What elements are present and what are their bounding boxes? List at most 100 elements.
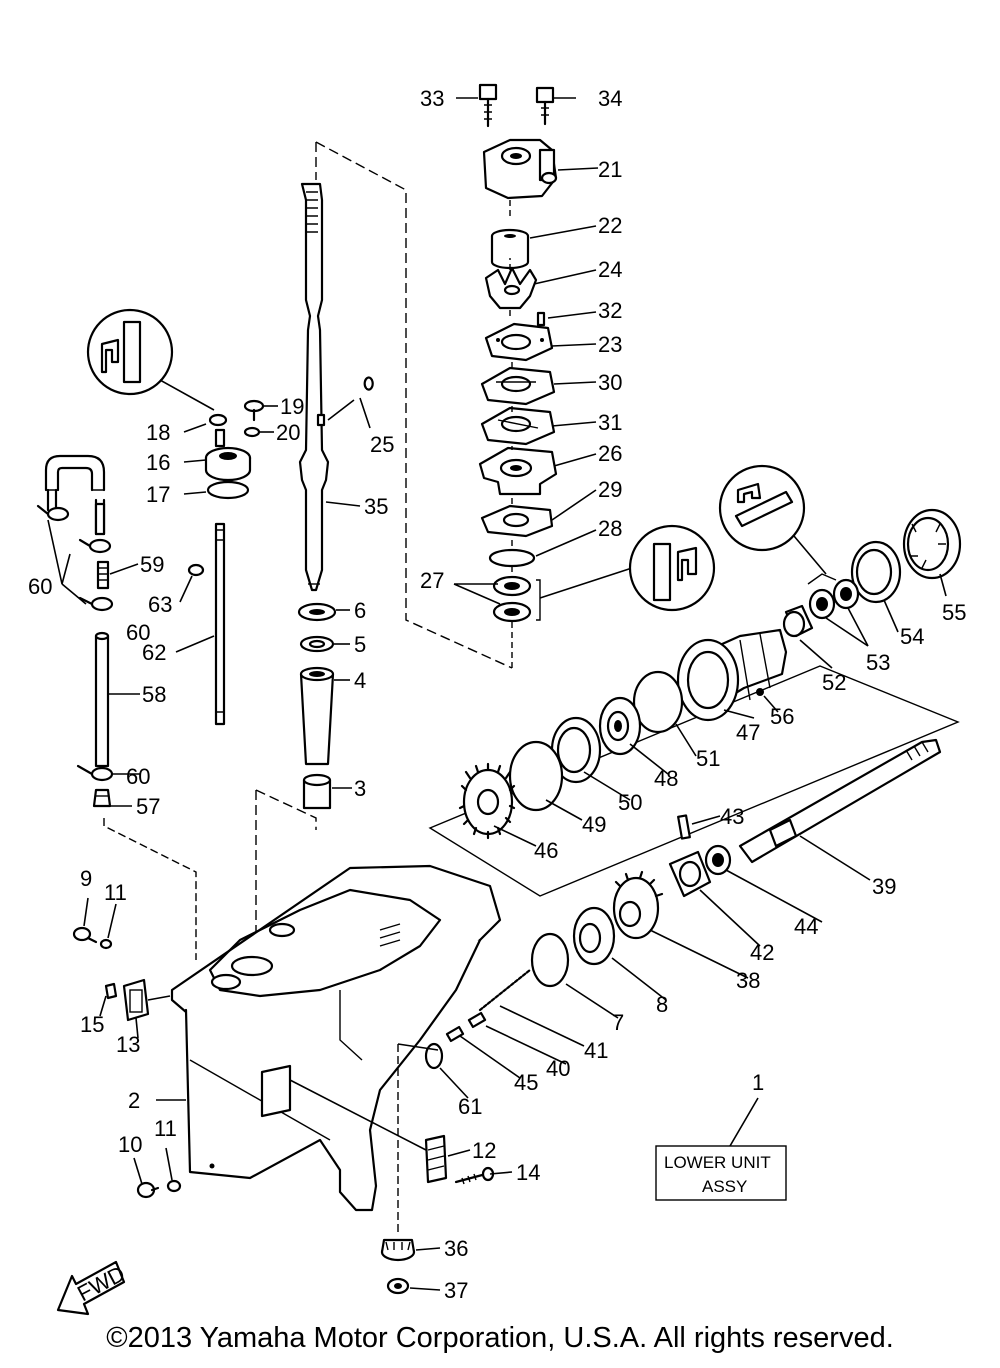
bolt-34 [535, 86, 555, 126]
callout-8: 8 [656, 992, 668, 1017]
o-ring-17 [206, 480, 250, 500]
clamp-60-c [78, 596, 114, 612]
washer-11-a [99, 938, 113, 950]
nozzle-59 [96, 560, 110, 590]
callout-20: 20 [276, 420, 300, 445]
water-pump-assembly [478, 83, 633, 668]
nut-37 [386, 1277, 410, 1295]
callout-44: 44 [794, 914, 818, 939]
shim-7 [530, 932, 570, 988]
svg-text:ASSY: ASSY [702, 1177, 747, 1196]
callout-45: 45 [514, 1070, 538, 1095]
bolt-10 [136, 1181, 160, 1199]
carrier-47 [676, 628, 788, 722]
seal-55 [902, 508, 962, 580]
pinion-36 [380, 1238, 416, 1262]
svg-text:FWD: FWD [73, 1261, 129, 1307]
callout-5: 5 [354, 632, 366, 657]
callout-28: 28 [598, 516, 622, 541]
callout-60-b: 60 [126, 620, 150, 645]
bearing-52 [782, 604, 814, 638]
pump-case-26 [478, 446, 558, 496]
callout-47: 47 [736, 720, 760, 745]
callout-13: 13 [116, 1032, 140, 1057]
washer-50 [550, 716, 602, 784]
bolt-33 [478, 83, 498, 128]
callout-63: 63 [148, 592, 172, 617]
plug-15 [104, 982, 118, 1000]
callout-61: 61 [458, 1094, 482, 1119]
callout-19: 19 [280, 394, 304, 419]
callout-10: 10 [118, 1132, 142, 1157]
callout-26: 26 [598, 441, 622, 466]
pin-43 [677, 814, 691, 840]
shim-49 [508, 740, 564, 812]
callout-12: 12 [472, 1138, 496, 1163]
callout-22: 22 [598, 213, 622, 238]
washer-20 [243, 426, 261, 438]
lower-unit-assy-box: LOWER UNIT ASSY [655, 1097, 787, 1201]
clamp-60-a [36, 504, 70, 522]
ring-54 [850, 540, 902, 604]
callout-11-a: 11 [104, 880, 127, 905]
pin-45 [445, 1025, 465, 1043]
washer-11-b [166, 1179, 182, 1193]
propeller-shaft-39 [738, 738, 942, 864]
copyright-notice: ©2013 Yamaha Motor Corporation, U.S.A. A… [106, 1322, 894, 1354]
callout-35: 35 [364, 494, 388, 519]
callout-52: 52 [822, 670, 846, 695]
callout-15: 15 [80, 1012, 104, 1037]
bolt-9 [72, 926, 98, 944]
callout-50: 50 [618, 790, 642, 815]
callout-7: 7 [612, 1010, 624, 1035]
callout-46: 46 [534, 838, 558, 863]
callout-1: 1 [752, 1070, 764, 1095]
shift-rod-62 [214, 522, 226, 726]
callout-labels: 33 34 21 22 24 32 23 30 31 26 29 28 27 1… [28, 86, 966, 1303]
callout-49: 49 [582, 812, 606, 837]
sleeve-4 [299, 666, 335, 766]
callout-48: 48 [654, 766, 678, 791]
callout-56: 56 [770, 704, 794, 729]
callout-14: 14 [516, 1160, 540, 1185]
callout-4: 4 [354, 668, 366, 693]
callout-51: 51 [696, 746, 720, 771]
callout-40: 40 [546, 1056, 570, 1081]
clip-18 [208, 413, 228, 427]
spring-44 [704, 844, 732, 876]
callout-27: 27 [420, 568, 444, 593]
bearing-6 [297, 602, 337, 622]
forward-gear-38 [612, 870, 664, 940]
bearing-8 [572, 906, 616, 966]
callout-37: 37 [444, 1278, 468, 1303]
detail-circle-seal [628, 524, 716, 612]
bushing-16 [204, 428, 252, 482]
callout-55: 55 [942, 600, 966, 625]
hose-assembly [44, 454, 106, 536]
callout-36: 36 [444, 1236, 468, 1261]
drive-shaft-35 [298, 182, 330, 592]
callout-31: 31 [598, 410, 622, 435]
callout-38: 38 [736, 968, 760, 993]
reverse-gear-46 [458, 762, 516, 840]
anode-13 [122, 978, 171, 1022]
callout-43: 43 [720, 804, 744, 829]
oil-seals-27 [492, 575, 532, 623]
o-ring-28 [488, 548, 536, 568]
insert-22 [490, 228, 530, 270]
spring-41 [478, 968, 532, 1012]
clamp-60-b [78, 538, 112, 554]
cam-61 [424, 1042, 444, 1070]
bearings-53 [808, 578, 860, 620]
bolt-19 [243, 399, 265, 422]
callout-42: 42 [750, 940, 774, 965]
callout-33: 33 [420, 86, 444, 111]
water-tube-58 [94, 631, 110, 768]
bearing-48 [598, 696, 642, 756]
callout-54: 54 [900, 624, 924, 649]
gasket-23 [484, 322, 554, 362]
pin-56 [756, 688, 764, 696]
callout-30: 30 [598, 370, 622, 395]
callout-6: 6 [354, 598, 366, 623]
bolt-14 [454, 1166, 495, 1185]
